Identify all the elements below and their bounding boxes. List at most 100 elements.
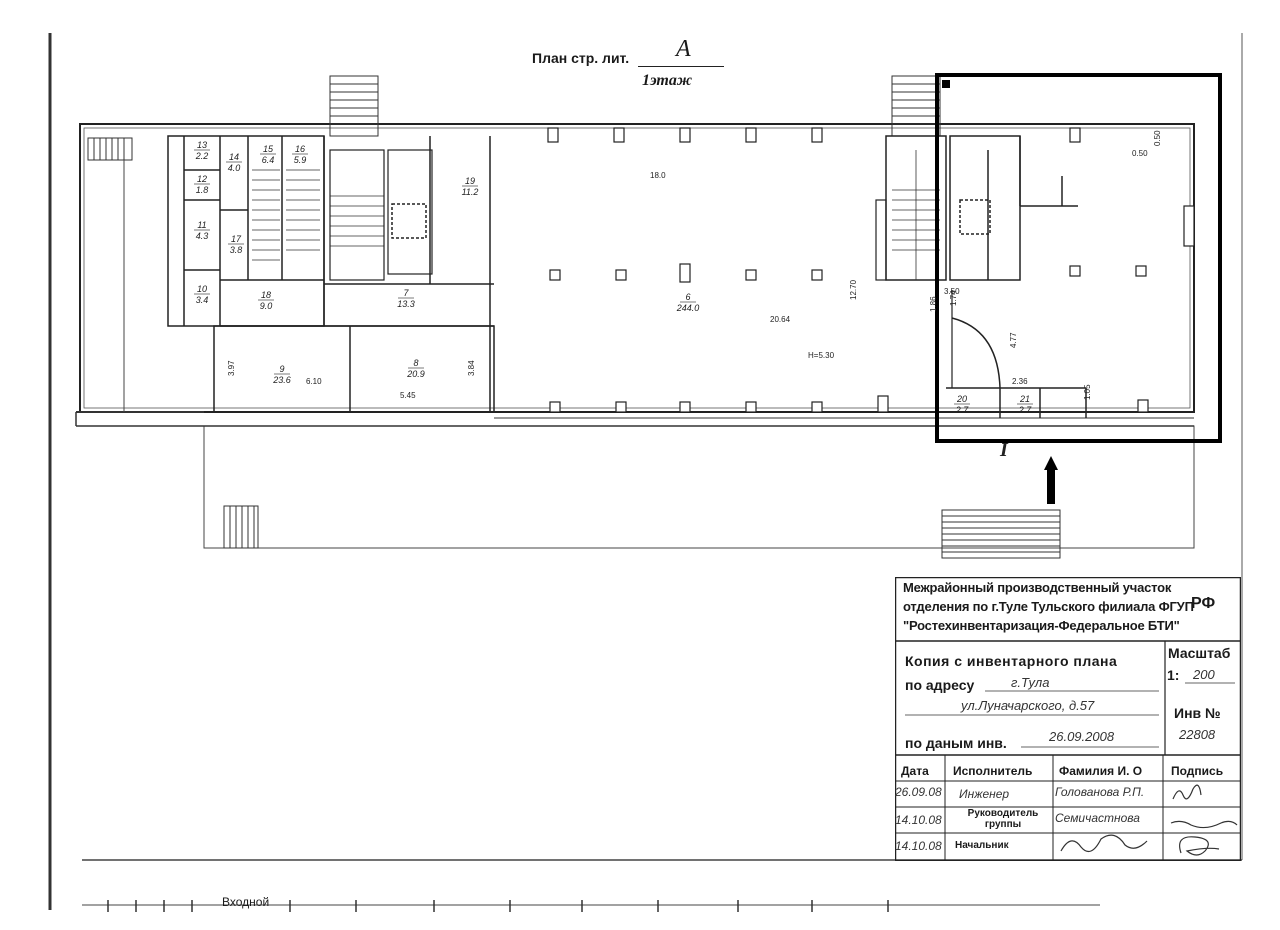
room-area: 3.4 (196, 295, 209, 305)
room-number: 10 (197, 284, 207, 294)
title-underline (638, 66, 724, 67)
col-header-signature: Подпись (1171, 764, 1224, 778)
dimension-label: H=5.30 (808, 351, 835, 360)
liter-label: А (676, 36, 691, 62)
lift-shaft-left (387, 149, 433, 275)
top-stair-left-lines (330, 83, 378, 125)
signature-2 (1170, 820, 1238, 829)
dimension-label: 0.50 (1153, 130, 1162, 146)
room-area: 23.6 (272, 375, 291, 385)
room-number: 8 (413, 358, 418, 368)
left-stairs-lines (252, 169, 384, 261)
room-area: 1.8 (196, 185, 209, 195)
col-header-executor: Исполнитель (953, 764, 1033, 778)
room-area: 4.3 (196, 231, 209, 241)
room-area: 11.2 (462, 187, 479, 197)
inv-label: Инв № (1174, 705, 1221, 721)
row1-date: 26.09.08 (895, 785, 942, 799)
left-wing-walls (167, 135, 495, 413)
room-number: 13 (197, 140, 207, 150)
inv-value: 22808 (1179, 727, 1216, 742)
left-step-lines (93, 138, 125, 160)
room-area: 6.4 (262, 155, 275, 165)
building-outline (79, 123, 1195, 413)
col-header-name: Фамилия И. О (1059, 764, 1143, 778)
room-number: 19 (465, 176, 475, 186)
room-area: 2.7 (955, 405, 970, 415)
room-area: 2.2 (195, 151, 209, 161)
row3-date: 14.10.08 (895, 839, 942, 853)
room-labels: 132.2121.8114.3103.4144.0156.4165.9173.8… (194, 140, 1033, 415)
dimension-label: 20.64 (770, 315, 791, 324)
room-area: 3.8 (230, 245, 243, 255)
scale-value: 200 (1193, 667, 1215, 682)
by-data-date: 26.09.2008 (1049, 729, 1115, 744)
room-number: 7 (403, 288, 409, 298)
lift-box-right (959, 199, 991, 235)
annex-outline (203, 425, 1195, 549)
room-number: 15 (263, 144, 274, 154)
row1-name: Голованова Р.П. (1055, 785, 1145, 799)
lower-left-steps-lines (229, 506, 255, 548)
stair-well-left (329, 149, 385, 281)
room-number: 9 (279, 364, 284, 374)
row3-role: Начальник (955, 840, 1009, 851)
room-number: 21 (1019, 394, 1030, 404)
signature-1 (1172, 784, 1202, 800)
scale-label: Масштаб (1168, 645, 1231, 661)
room-number: 17 (231, 234, 242, 244)
dimension-label: 4.77 (1009, 332, 1018, 348)
dimension-label: 1.86 (929, 296, 938, 312)
highlight-corner-mark (942, 80, 950, 88)
room-number: 14 (229, 152, 239, 162)
dimension-label: 1.74 (949, 290, 958, 306)
bottom-label: Входной (222, 895, 270, 909)
signature-scribbles (1060, 784, 1238, 856)
dimension-label: 1.05 (1083, 384, 1092, 400)
address-city: г.Тула (1011, 675, 1050, 690)
room-area: 4.0 (228, 163, 241, 173)
signature-4 (1179, 836, 1220, 856)
title-block-stamp: Межрайонный производственный участок отд… (895, 577, 1241, 861)
row1-role: Инженер (959, 787, 1010, 801)
dimension-label: 2.36 (1012, 377, 1028, 386)
room-area: 244.0 (676, 303, 700, 313)
right-wing-walls (885, 135, 1087, 418)
bottom-tick-marks (107, 900, 889, 912)
rf-label: РФ (1191, 595, 1216, 612)
hall-columns (547, 127, 1195, 413)
stamp-grid (895, 577, 1241, 861)
address-label: по адресу (905, 677, 975, 693)
by-data-label: по даным инв. (905, 735, 1007, 751)
entrance-arrow-shaft (1047, 470, 1055, 504)
room-number: 11 (197, 220, 206, 230)
lower-left-steps (223, 505, 259, 549)
right-stairs-lines (892, 150, 940, 280)
address-street: ул.Луначарского, д.57 (961, 698, 1095, 713)
room-number: 6 (685, 292, 690, 302)
org-line-2: отделения по г.Туле Тульского филиала ФГ… (903, 599, 1194, 614)
entrance-arrow-head (1044, 456, 1058, 470)
lift-box-left (391, 203, 427, 239)
room-area: 2.7 (1018, 405, 1033, 415)
dimension-label: 3.97 (227, 360, 236, 376)
room-number: 12 (197, 174, 207, 184)
top-stair-right-lines (892, 83, 940, 125)
room-number: 18 (261, 290, 271, 300)
dimension-label: 12.70 (849, 279, 858, 300)
room-area: 9.0 (260, 301, 273, 311)
dimension-label: 5.45 (400, 391, 416, 400)
highlight-box (935, 73, 1222, 443)
door-swing-arc (951, 317, 1001, 389)
row2-name: Семичастнова (1055, 811, 1140, 825)
plan-label: План стр. лит. (532, 50, 630, 66)
dimension-label: 6.10 (306, 377, 322, 386)
dimension-label: 3.50 (944, 287, 960, 296)
room-area: 20.9 (406, 369, 425, 379)
scale-prefix: 1: (1167, 667, 1180, 683)
top-stair-left (329, 75, 379, 137)
lower-steps-lines (942, 515, 1060, 553)
col-header-date: Дата (901, 764, 929, 778)
row2-date: 14.10.08 (895, 813, 942, 827)
